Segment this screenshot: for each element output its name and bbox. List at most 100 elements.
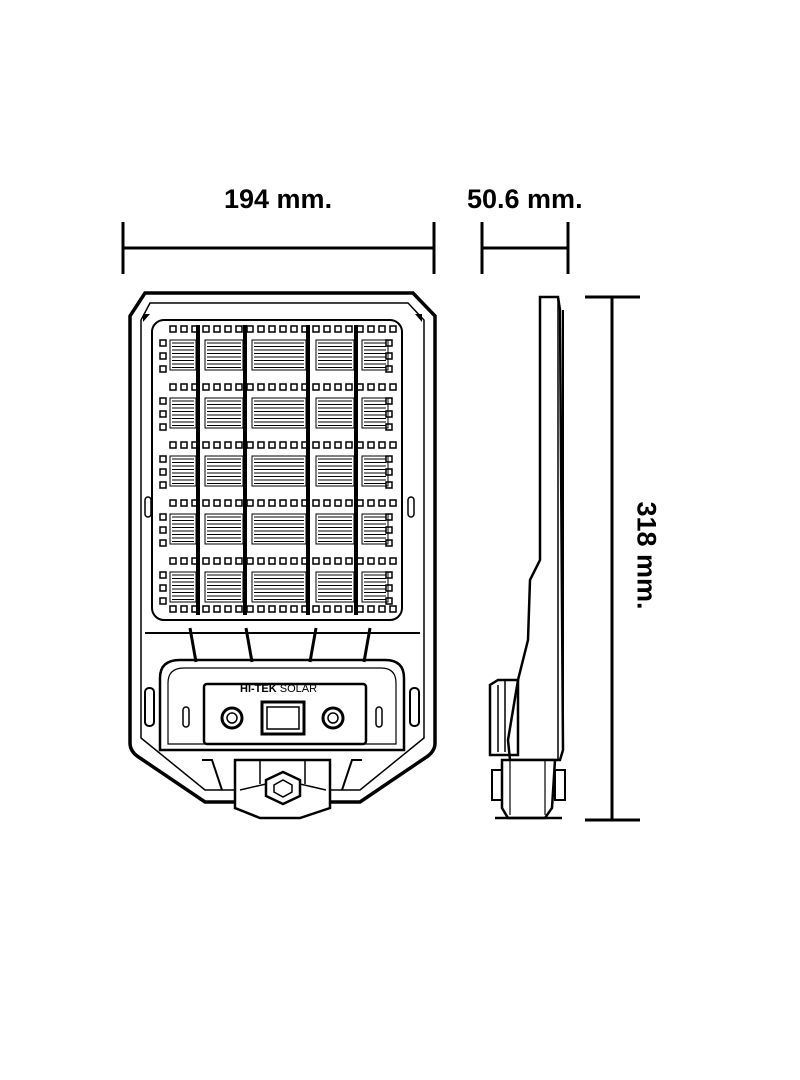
panel-cell-square bbox=[279, 499, 287, 507]
panel-cell-square bbox=[159, 597, 167, 605]
panel-cell-square bbox=[224, 441, 232, 449]
panel-cell-square bbox=[180, 557, 188, 565]
panel-cell-square bbox=[159, 468, 167, 476]
panel-cell-square bbox=[224, 557, 232, 565]
panel-cell-square bbox=[159, 539, 167, 547]
panel-cell-block bbox=[315, 455, 355, 487]
panel-cell-square bbox=[169, 325, 177, 333]
panel-cell-square bbox=[257, 383, 265, 391]
panel-busbar bbox=[196, 325, 200, 615]
panel-cell-block bbox=[204, 455, 244, 487]
panel-cell-square bbox=[268, 441, 276, 449]
panel-cell-square bbox=[169, 499, 177, 507]
panel-cell-square bbox=[290, 325, 298, 333]
panel-cell-square bbox=[268, 383, 276, 391]
panel-cell-block bbox=[204, 339, 244, 371]
panel-cell-block bbox=[251, 397, 307, 429]
panel-cell-square bbox=[301, 557, 309, 565]
panel-cell-square bbox=[389, 499, 397, 507]
panel-cell-square bbox=[385, 597, 393, 605]
panel-cell-square bbox=[378, 605, 386, 613]
panel-cell-square bbox=[356, 383, 364, 391]
panel-cell-square bbox=[257, 557, 265, 565]
panel-cell-square bbox=[312, 441, 320, 449]
panel-cell-block bbox=[361, 571, 389, 603]
panel-cell-square bbox=[279, 325, 287, 333]
panel-cell-square bbox=[279, 605, 287, 613]
panel-cell-square bbox=[169, 605, 177, 613]
panel-cell-square bbox=[290, 557, 298, 565]
panel-cell-square bbox=[268, 557, 276, 565]
panel-cell-square bbox=[389, 605, 397, 613]
panel-cell-square bbox=[213, 499, 221, 507]
panel-cell-square bbox=[159, 481, 167, 489]
panel-cell-square bbox=[191, 383, 199, 391]
panel-cell-square bbox=[367, 557, 375, 565]
panel-cell-square bbox=[159, 571, 167, 579]
panel-cell-square bbox=[246, 557, 254, 565]
panel-cell-block bbox=[169, 571, 197, 603]
panel-cell-square bbox=[385, 423, 393, 431]
panel-cell-square bbox=[235, 383, 243, 391]
panel-cell-square bbox=[378, 325, 386, 333]
panel-cell-square bbox=[191, 605, 199, 613]
panel-cell-square bbox=[191, 557, 199, 565]
panel-cell-square bbox=[169, 383, 177, 391]
depth-dimension-line bbox=[480, 222, 570, 274]
side-view bbox=[488, 295, 566, 820]
panel-cell-square bbox=[169, 441, 177, 449]
panel-cell-square bbox=[224, 325, 232, 333]
panel-cell-square bbox=[224, 383, 232, 391]
height-dimension-line bbox=[585, 295, 640, 822]
panel-cell-square bbox=[385, 468, 393, 476]
panel-cell-square bbox=[385, 339, 393, 347]
panel-cell-square bbox=[312, 605, 320, 613]
panel-busbar bbox=[243, 325, 247, 615]
panel-cell-square bbox=[290, 441, 298, 449]
panel-cell-square bbox=[191, 499, 199, 507]
panel-cell-square bbox=[345, 441, 353, 449]
panel-cell-square bbox=[367, 499, 375, 507]
panel-cell-square bbox=[385, 365, 393, 373]
panel-cell-square bbox=[385, 539, 393, 547]
panel-cell-block bbox=[169, 397, 197, 429]
panel-cell-square bbox=[312, 383, 320, 391]
panel-busbar bbox=[354, 325, 358, 615]
panel-cell-square bbox=[389, 325, 397, 333]
panel-cell-square bbox=[169, 557, 177, 565]
panel-cell-square bbox=[301, 441, 309, 449]
panel-cell-square bbox=[159, 410, 167, 418]
panel-cell-square bbox=[356, 441, 364, 449]
panel-cell-block bbox=[169, 513, 197, 545]
panel-cell-square bbox=[279, 557, 287, 565]
panel-cell-square bbox=[180, 499, 188, 507]
panel-cell-square bbox=[301, 383, 309, 391]
solar-panel bbox=[151, 319, 403, 621]
panel-cell-square bbox=[246, 441, 254, 449]
panel-cell-block bbox=[315, 571, 355, 603]
panel-cell-square bbox=[367, 605, 375, 613]
panel-cell-square bbox=[312, 325, 320, 333]
panel-cell-square bbox=[180, 383, 188, 391]
panel-cell-square bbox=[301, 499, 309, 507]
panel-cell-square bbox=[213, 605, 221, 613]
front-view bbox=[128, 291, 437, 820]
panel-cell-square bbox=[345, 383, 353, 391]
panel-cell-square bbox=[159, 365, 167, 373]
panel-cell-square bbox=[323, 605, 331, 613]
panel-cell-square bbox=[224, 605, 232, 613]
panel-cell-square bbox=[378, 557, 386, 565]
panel-cell-square bbox=[235, 325, 243, 333]
panel-cell-square bbox=[159, 526, 167, 534]
panel-cell-square bbox=[246, 383, 254, 391]
panel-cell-square bbox=[367, 325, 375, 333]
panel-cell-square bbox=[345, 557, 353, 565]
panel-cell-square bbox=[385, 352, 393, 360]
width-dimension-label: 194 mm. bbox=[224, 184, 333, 214]
panel-cell-square bbox=[268, 499, 276, 507]
panel-cell-square bbox=[159, 339, 167, 347]
panel-cell-square bbox=[159, 455, 167, 463]
panel-cell-square bbox=[323, 441, 331, 449]
panel-cell-block bbox=[361, 513, 389, 545]
